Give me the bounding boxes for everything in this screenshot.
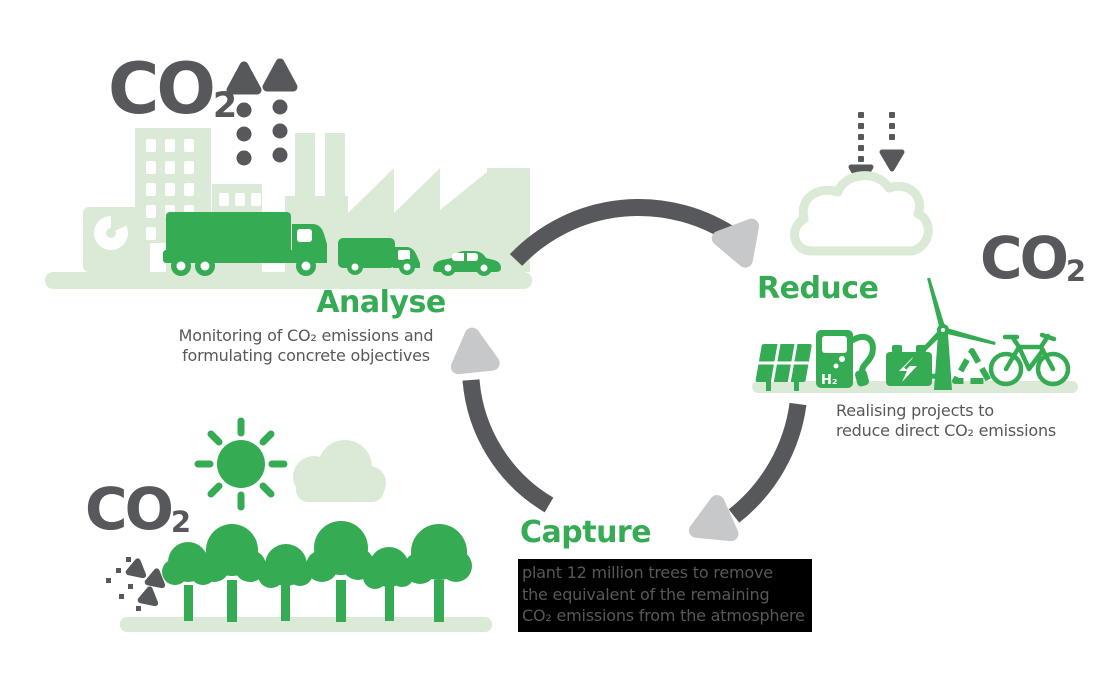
recycle-icon (952, 348, 992, 384)
co2-up-arrows-icon (226, 58, 298, 166)
cloud-icon (293, 440, 386, 502)
tree (306, 521, 374, 622)
co2-label-analyse: CO2 (108, 54, 237, 124)
tree (198, 524, 266, 622)
reduce-step-title: Reduce (757, 271, 879, 306)
car-icon (433, 251, 501, 276)
co2-text: CO (980, 224, 1069, 292)
bicycle-icon (988, 332, 1071, 387)
co2-capture-arrows-icon (106, 557, 166, 611)
co2-text: CO (108, 48, 216, 130)
reduce-step-description: Realising projects to reduce direct CO₂ … (836, 401, 1057, 440)
wind-turbine-icon (904, 277, 996, 390)
capture-scene (106, 417, 492, 632)
analyse-step-description: Monitoring of CO₂ emissions and formulat… (178, 326, 434, 365)
co2-label-reduce: CO2 (980, 229, 1086, 287)
analyse-step-title: Analyse (316, 285, 446, 320)
co2-subscript: 2 (170, 504, 191, 539)
tree (258, 544, 313, 621)
analyse-scene (45, 58, 532, 289)
co2-subscript: 2 (212, 85, 237, 126)
cycle-arrowhead-reduce (711, 218, 760, 268)
truck-icon (163, 212, 327, 276)
cycle-arc-capture-to-analyse (462, 379, 554, 513)
tree (404, 524, 472, 622)
hydrogen-pump-icon: H₂ (816, 330, 876, 388)
cycle-arrowhead-capture (689, 495, 739, 542)
sun-icon (194, 417, 288, 511)
co2-text: CO (85, 475, 174, 543)
cycle-arc-analyse-to-reduce (509, 199, 741, 266)
tree (363, 547, 414, 621)
cycle-arrows (450, 199, 807, 542)
capture-step-description: plant 12 million trees to remove the equ… (518, 559, 812, 632)
capture-ground (120, 617, 492, 632)
co2-subscript: 2 (1065, 253, 1086, 288)
cycle-arc-reduce-to-capture (728, 402, 807, 523)
solar-panel-icon (755, 344, 812, 391)
cycle-arrowhead-analyse (450, 327, 500, 375)
co2-label-capture: CO2 (85, 480, 191, 538)
capture-step-title: Capture (520, 515, 652, 550)
h2-label: H₂ (821, 373, 838, 388)
van-icon (338, 238, 420, 275)
reduce-scene: H₂ (752, 112, 1078, 393)
analyse-ground (45, 272, 532, 289)
cloud-outline-icon (790, 171, 933, 256)
trees-icon (162, 521, 472, 622)
